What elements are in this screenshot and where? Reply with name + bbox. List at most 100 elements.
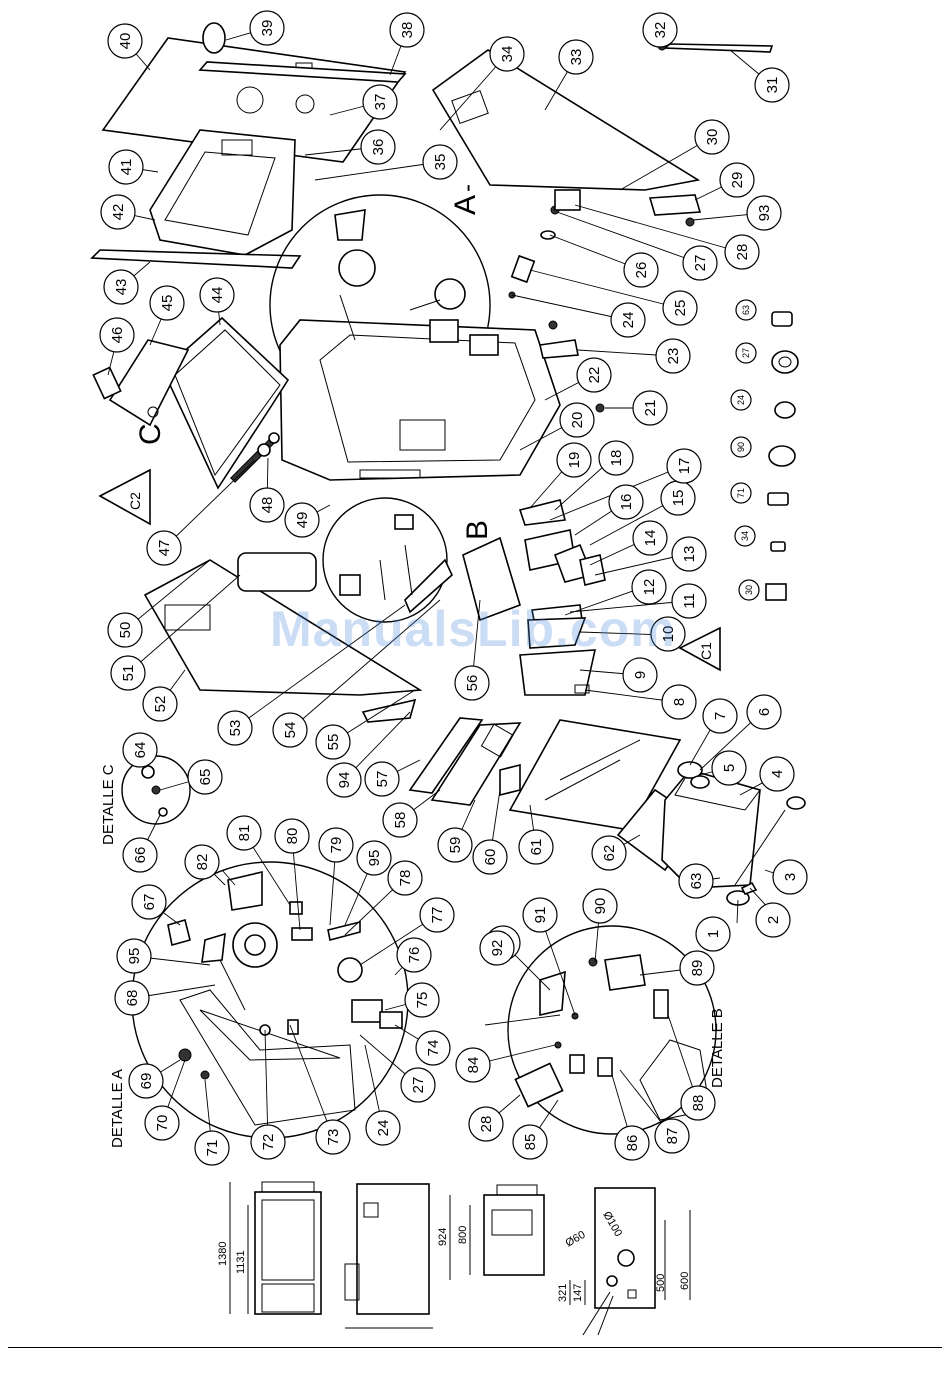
callout-circle xyxy=(396,937,432,973)
callout-circle xyxy=(666,448,702,484)
callout-circle xyxy=(591,835,627,871)
callout-number: 73 xyxy=(325,1129,342,1146)
callout-number: 46 xyxy=(109,327,126,344)
callout-number: 27 xyxy=(692,255,709,272)
detail-b-circle xyxy=(507,925,717,1135)
callout-circle xyxy=(199,277,235,313)
side-callout-number: 71 xyxy=(736,488,746,498)
callout-number: 61 xyxy=(528,839,545,856)
callout-number: 50 xyxy=(117,622,134,639)
dim-1380: 1380 xyxy=(217,1242,229,1266)
callout-circle xyxy=(149,285,185,321)
callout-number: 5 xyxy=(721,764,738,772)
dim-800: 800 xyxy=(457,1226,469,1244)
callout-number: 77 xyxy=(429,907,446,924)
callout-circle xyxy=(623,252,659,288)
callout-circle xyxy=(608,484,644,520)
callout-number: 44 xyxy=(209,287,226,304)
side-callout-circle xyxy=(735,342,757,364)
callout-number: 45 xyxy=(159,295,176,312)
callout-circle xyxy=(122,837,158,873)
callout-circle xyxy=(512,1124,548,1160)
callout-circle xyxy=(326,762,362,798)
callout-circle xyxy=(654,1118,690,1154)
part-body-frame xyxy=(279,319,561,481)
callout-circle xyxy=(522,897,558,933)
callout-number: 57 xyxy=(374,771,391,788)
callout-number: 80 xyxy=(284,828,301,845)
callout-number: 24 xyxy=(375,1120,392,1137)
callout-circle xyxy=(99,317,135,353)
callout-circle xyxy=(107,23,143,59)
callout-number: 2 xyxy=(765,916,782,924)
side-callout-number: 30 xyxy=(744,585,754,595)
callout-circle xyxy=(455,1047,491,1083)
callout-number: 67 xyxy=(141,894,158,911)
callout-number: 9 xyxy=(632,671,649,679)
callout-circle xyxy=(642,12,678,48)
callout-number: 3 xyxy=(782,873,799,881)
callout-circle xyxy=(217,710,253,746)
callout-number: 90 xyxy=(592,898,609,915)
callout-number: 47 xyxy=(156,540,173,557)
callout-circle xyxy=(631,569,667,605)
callout-number: 65 xyxy=(197,769,214,786)
callout-number: 30 xyxy=(704,129,721,146)
callout-number: 69 xyxy=(138,1073,155,1090)
callout-circle xyxy=(556,442,592,478)
dim-321: 321 xyxy=(557,1284,569,1302)
callout-circle xyxy=(107,612,143,648)
callout-circle xyxy=(103,269,139,305)
callout-number: 23 xyxy=(665,348,682,365)
footer-rule xyxy=(8,1347,942,1348)
callout-number: 76 xyxy=(406,947,423,964)
callout-circle xyxy=(662,290,698,326)
callout-number: 82 xyxy=(194,854,211,871)
callout-number: 75 xyxy=(414,992,431,1009)
callout-circle xyxy=(682,245,718,281)
callout-circle xyxy=(724,234,760,270)
callout-number: 8 xyxy=(671,698,688,706)
side-callout-circle xyxy=(734,525,756,547)
callout-circle xyxy=(272,712,308,748)
part-56-ash-pan xyxy=(462,536,521,622)
callout-number: 60 xyxy=(482,849,499,866)
callout-number: 31 xyxy=(764,77,781,94)
callout-number: 16 xyxy=(618,494,635,511)
triangle-c1 xyxy=(678,626,721,672)
callout-circle xyxy=(719,162,755,198)
callout-circle xyxy=(404,982,440,1018)
watermark-text: ManualsLib.com xyxy=(270,601,676,657)
callout-circle xyxy=(755,902,791,938)
side-callout-number: 90 xyxy=(736,442,746,452)
callout-circle xyxy=(274,818,310,854)
callout-number: 33 xyxy=(568,49,585,66)
callout-number: 52 xyxy=(152,696,169,713)
callout-number: 7 xyxy=(712,712,729,720)
side-callout-circle xyxy=(730,482,752,504)
callout-number: 72 xyxy=(260,1134,277,1151)
callout-number: 28 xyxy=(478,1116,495,1133)
callout-number: 55 xyxy=(325,734,342,751)
callout-number: 34 xyxy=(499,46,516,63)
dim-500: 500 xyxy=(655,1274,667,1292)
callout-number: 70 xyxy=(154,1115,171,1132)
dimension-views xyxy=(229,1181,691,1336)
callout-number: 10 xyxy=(660,626,677,643)
callout-number: 36 xyxy=(370,139,387,156)
callout-number: 27 xyxy=(410,1077,427,1094)
callout-circle xyxy=(680,1085,716,1121)
callout-number: 26 xyxy=(633,262,650,279)
part-45-panel xyxy=(108,339,190,427)
callout-circle xyxy=(437,827,473,863)
callout-number: 84 xyxy=(465,1057,482,1074)
callout-number: 89 xyxy=(689,960,706,977)
part-51-pad xyxy=(237,552,317,592)
callout-number: 56 xyxy=(464,675,481,692)
callout-circle xyxy=(671,583,707,619)
callout-circle xyxy=(632,390,668,426)
dim-1131: 1131 xyxy=(235,1250,247,1274)
callout-circle xyxy=(187,759,223,795)
callout-circle xyxy=(146,530,182,566)
